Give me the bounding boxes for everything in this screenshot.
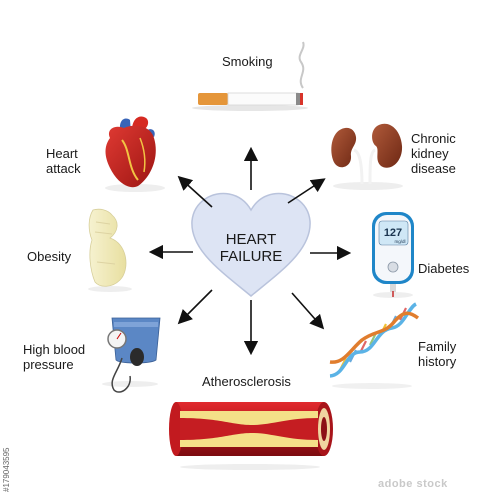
label-obesity-line1: Obesity <box>27 249 72 264</box>
center-heart-shape <box>191 192 311 297</box>
center-label-line1: HEART <box>225 231 277 248</box>
glucose-meter-icon <box>372 212 414 298</box>
arrow-heart-attack <box>177 175 213 208</box>
label-high-blood-pressure: High blood pressure <box>23 342 85 372</box>
center-label: HEART FAILURE <box>200 231 302 265</box>
label-atherosclerosis: Atherosclerosis <box>202 374 291 389</box>
kidneys-icon <box>331 123 403 190</box>
label-heart-attack-line2: attack <box>46 161 81 176</box>
center-label-line2: FAILURE <box>219 248 283 265</box>
heart-organ-icon <box>105 116 165 192</box>
label-family-line2: history <box>418 354 457 369</box>
arrow-ckd <box>287 178 326 204</box>
label-heart-attack-line1: Heart <box>46 146 78 161</box>
arrow-family <box>291 292 325 330</box>
label-diabetes: Diabetes <box>418 261 469 276</box>
label-athero-line1: Atherosclerosis <box>202 374 291 389</box>
stock-image-id: #179043595 <box>2 447 11 493</box>
dna-icon <box>329 302 420 389</box>
blood-pressure-cuff-icon <box>102 317 161 393</box>
label-heart-attack: Heart attack <box>46 146 81 176</box>
glucose-unit: mg/dl <box>394 239 405 244</box>
label-ckd-line3: disease <box>411 161 456 176</box>
arrow-bp <box>177 289 213 325</box>
label-family-line1: Family <box>418 339 457 354</box>
label-ckd-line1: Chronic <box>411 131 456 146</box>
label-smoking: Smoking <box>222 54 273 69</box>
glucose-value: 127 <box>384 227 402 239</box>
label-bp-line2: pressure <box>23 357 74 372</box>
label-obesity: Obesity <box>27 249 71 264</box>
label-family-history: Family history <box>418 339 456 369</box>
cigarette-icon <box>192 41 308 111</box>
label-diabetes-line1: Diabetes <box>418 261 470 276</box>
label-chronic-kidney-disease: Chronic kidney disease <box>411 131 456 176</box>
label-smoking-line1: Smoking <box>222 54 273 69</box>
watermark: adobe stock <box>378 478 448 490</box>
obese-body-icon <box>88 208 132 292</box>
artery-icon <box>169 402 333 470</box>
arrows <box>148 146 352 356</box>
label-ckd-line2: kidney <box>411 146 449 161</box>
label-bp-line1: High blood <box>23 342 86 357</box>
